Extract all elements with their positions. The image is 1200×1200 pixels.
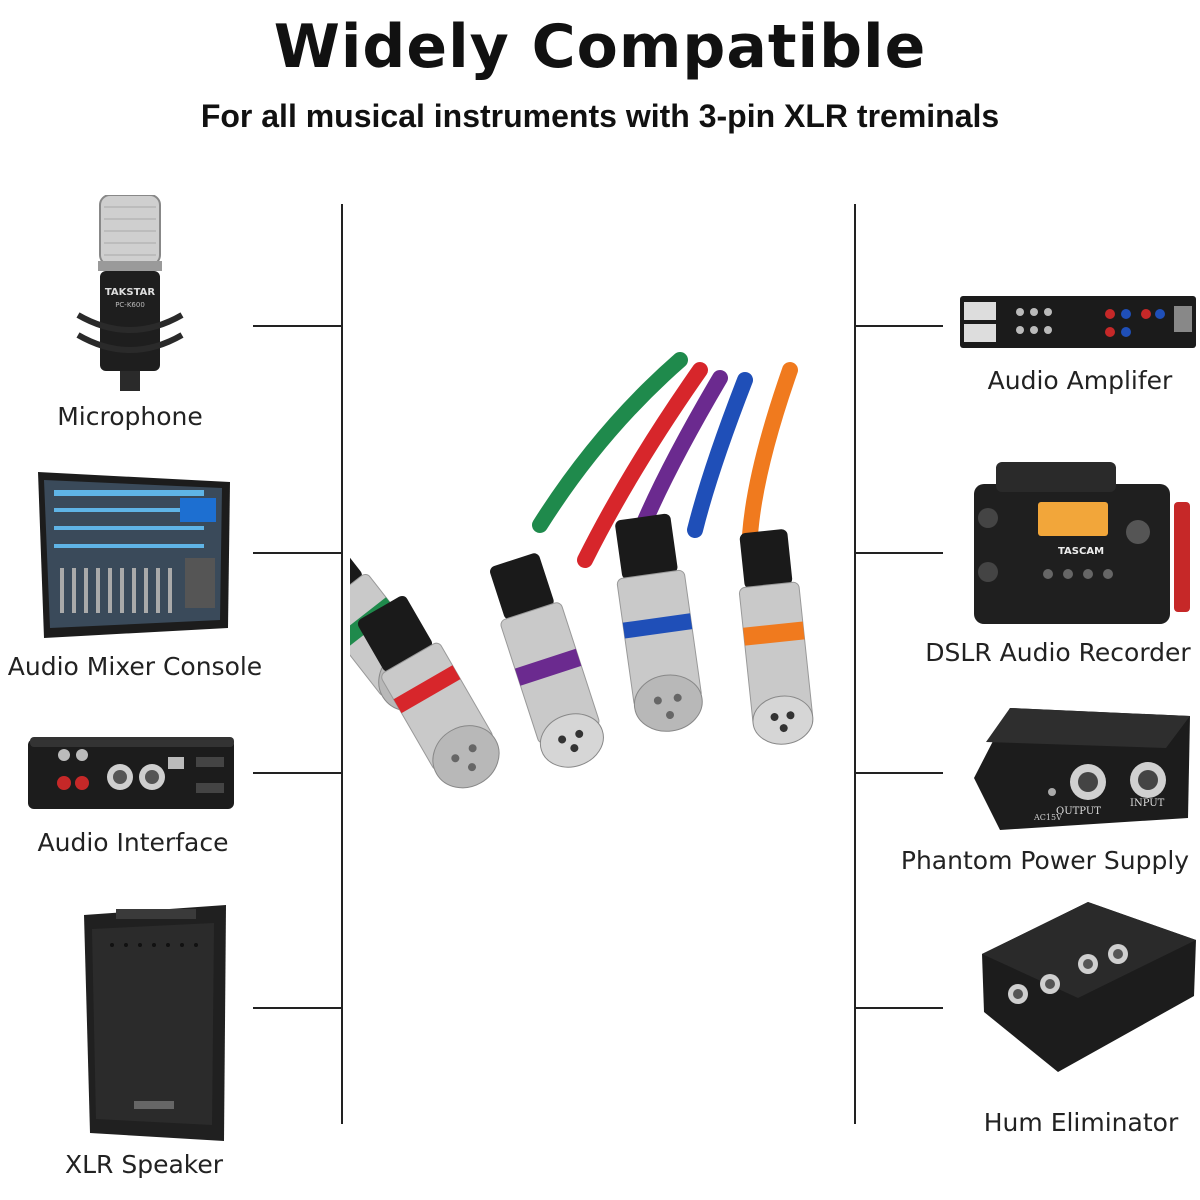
- page-subtitle: For all musical instruments with 3-pin X…: [200, 98, 1000, 134]
- xlr-cables-icon: [350, 350, 850, 800]
- label-microphone: Microphone: [57, 402, 203, 431]
- left-connector-2: [253, 552, 342, 554]
- mixer-console-icon: [30, 468, 235, 640]
- phantom-output-label: OUTPUT: [1056, 806, 1101, 817]
- microphone-icon: TAKSTAR PC-K600: [70, 195, 190, 395]
- label-dslr-audio-recorder: DSLR Audio Recorder: [925, 638, 1191, 667]
- page-title: Widely Compatible: [273, 12, 927, 82]
- recorder-brand: TASCAM: [1058, 546, 1104, 557]
- label-hum-eliminator: Hum Eliminator: [983, 1108, 1179, 1137]
- label-audio-amplifier: Audio Amplifer: [987, 366, 1173, 395]
- label-audio-mixer-console: Audio Mixer Console: [7, 652, 263, 681]
- right-connector-3: [854, 772, 943, 774]
- microphone-model: PC-K600: [115, 301, 145, 309]
- recorder-icon: TASCAM: [968, 462, 1196, 627]
- left-connector-4: [253, 1007, 342, 1009]
- audio-interface-icon: [28, 735, 236, 815]
- label-audio-interface: Audio Interface: [37, 828, 229, 857]
- phantom-power-icon: OUTPUT INPUT AC15V: [970, 708, 1192, 834]
- phantom-dc-label: AC15V: [1033, 813, 1062, 822]
- right-connector-2: [854, 552, 943, 554]
- right-connector-4: [854, 1007, 943, 1009]
- microphone-brand: TAKSTAR: [105, 287, 156, 298]
- left-connector-3: [253, 772, 342, 774]
- right-connector-1: [854, 325, 943, 327]
- right-vertical-line: [854, 204, 856, 1124]
- amplifier-icon: [960, 292, 1198, 354]
- left-connector-1: [253, 325, 342, 327]
- left-vertical-line: [341, 204, 343, 1124]
- hum-eliminator-icon: [978, 902, 1200, 1078]
- label-phantom-power-supply: Phantom Power Supply: [900, 846, 1190, 875]
- label-xlr-speaker: XLR Speaker: [64, 1150, 224, 1179]
- speaker-icon: [78, 905, 232, 1143]
- phantom-input-label: INPUT: [1130, 798, 1165, 809]
